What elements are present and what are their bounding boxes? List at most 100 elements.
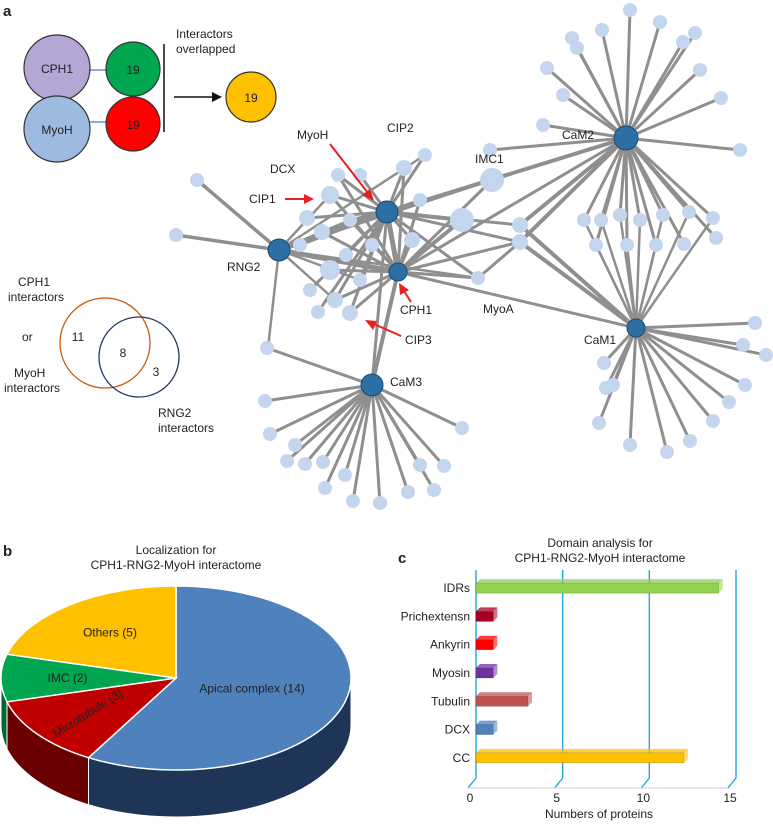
annotation-arrows — [285, 143, 412, 337]
arrow-cip3-icon — [365, 320, 377, 330]
bar-end — [493, 635, 498, 650]
network-edge — [265, 346, 374, 387]
network-node — [536, 118, 550, 132]
network-edge — [600, 28, 628, 140]
pie-slice-others — [5, 585, 177, 679]
venn-right-only-count: 3 — [153, 365, 160, 379]
venn-right-circle — [98, 316, 180, 398]
bar-x-axis-title: Numbers of proteins — [545, 807, 653, 821]
label-dcx: DCX — [270, 162, 295, 176]
network-node — [331, 168, 345, 182]
network-node — [298, 457, 312, 471]
network-edge — [541, 123, 628, 140]
cph1-interactors-count: 19 — [126, 63, 140, 77]
label-cam3: CaM3 — [390, 375, 422, 389]
network-node — [427, 483, 441, 497]
network-node — [676, 35, 690, 49]
bar-end — [718, 579, 723, 594]
network-edge — [599, 218, 638, 330]
network-node — [577, 213, 591, 227]
network-node — [623, 438, 637, 452]
network-node — [342, 305, 358, 321]
venn-cph1-label-line1: CPH1 — [18, 275, 50, 289]
bar-ankyrin — [475, 639, 494, 651]
venn-cph1-label-line2: interactors — [8, 290, 64, 304]
network-node — [437, 459, 451, 473]
network-node — [688, 26, 702, 40]
network-node — [314, 224, 330, 240]
network-edge — [277, 248, 337, 302]
network-edge — [624, 136, 742, 152]
network-edge — [370, 383, 382, 505]
myoh-interactors-count: 19 — [126, 118, 140, 132]
venn-overlap-count: 8 — [120, 346, 127, 360]
arrow-myoh-icon — [362, 189, 374, 201]
network-node — [706, 211, 720, 225]
overlap-caption-line2: overlapped — [176, 42, 235, 56]
network-edge — [396, 240, 522, 274]
label-imc1: IMC1 — [475, 152, 504, 166]
venn-diagram: CPH1 interactors or MyoH interactors 11 … — [4, 275, 214, 435]
network-node — [346, 494, 360, 508]
network-node — [512, 217, 528, 233]
network-edge — [396, 218, 464, 274]
network-node — [404, 232, 420, 248]
network-node — [293, 238, 307, 252]
venn-left-circle — [59, 297, 151, 389]
network-edge — [336, 173, 400, 274]
network-node — [623, 3, 637, 17]
network-node — [722, 395, 736, 409]
hub-node-cam2 — [613, 125, 639, 151]
network-edge — [624, 31, 697, 140]
category-label: Ankyrin — [430, 638, 470, 652]
network-node — [540, 61, 554, 75]
bar-top — [476, 579, 723, 584]
network-node — [169, 228, 183, 242]
myoh-circle — [23, 95, 91, 163]
network-node — [736, 338, 750, 352]
label-myoa: MyoA — [483, 302, 514, 316]
label-cip1: CIP1 — [249, 192, 276, 206]
category-label: Prichextensn — [401, 609, 470, 623]
bar-end — [684, 748, 688, 763]
network-edge — [634, 326, 715, 423]
network-edge — [624, 68, 702, 140]
network-edge — [634, 321, 757, 330]
label-cip2: CIP2 — [387, 121, 414, 135]
network-node — [714, 91, 728, 105]
network-edge — [518, 136, 628, 244]
network-node — [693, 63, 707, 77]
network-node — [748, 316, 762, 330]
panel-label-c: c — [398, 550, 406, 567]
network-node — [649, 238, 663, 252]
venn-myoh-label-line1: MyoH — [14, 366, 45, 380]
label-cph1: CPH1 — [400, 303, 432, 317]
network-node — [594, 213, 608, 227]
network-node — [709, 231, 723, 245]
network-node — [450, 208, 474, 232]
cph1-interactors-circle — [105, 41, 161, 97]
gridline-foot — [467, 777, 477, 789]
arrow-cph1-icon — [399, 283, 409, 295]
network-edge — [343, 383, 374, 477]
network-node — [280, 454, 294, 468]
pie-slice-microtubule — [5, 676, 179, 759]
network-node — [413, 193, 427, 207]
network-node — [373, 496, 387, 510]
pie-slice-apical-complex — [87, 585, 352, 771]
network-edge — [634, 210, 691, 330]
overlap-result-count: 19 — [244, 91, 258, 105]
network-node — [706, 414, 720, 428]
network-edge — [174, 233, 281, 252]
category-label: DCX — [445, 723, 470, 737]
network-node — [413, 458, 427, 472]
label-rng2: RNG2 — [227, 260, 261, 274]
hub-node-cam1 — [626, 318, 646, 338]
arrow-right-icon — [212, 92, 222, 102]
network-edge — [624, 136, 715, 220]
network-node — [318, 481, 332, 495]
network-node — [606, 378, 620, 392]
network-node — [620, 238, 634, 252]
pie-slice-label: Others (5) — [83, 626, 137, 640]
